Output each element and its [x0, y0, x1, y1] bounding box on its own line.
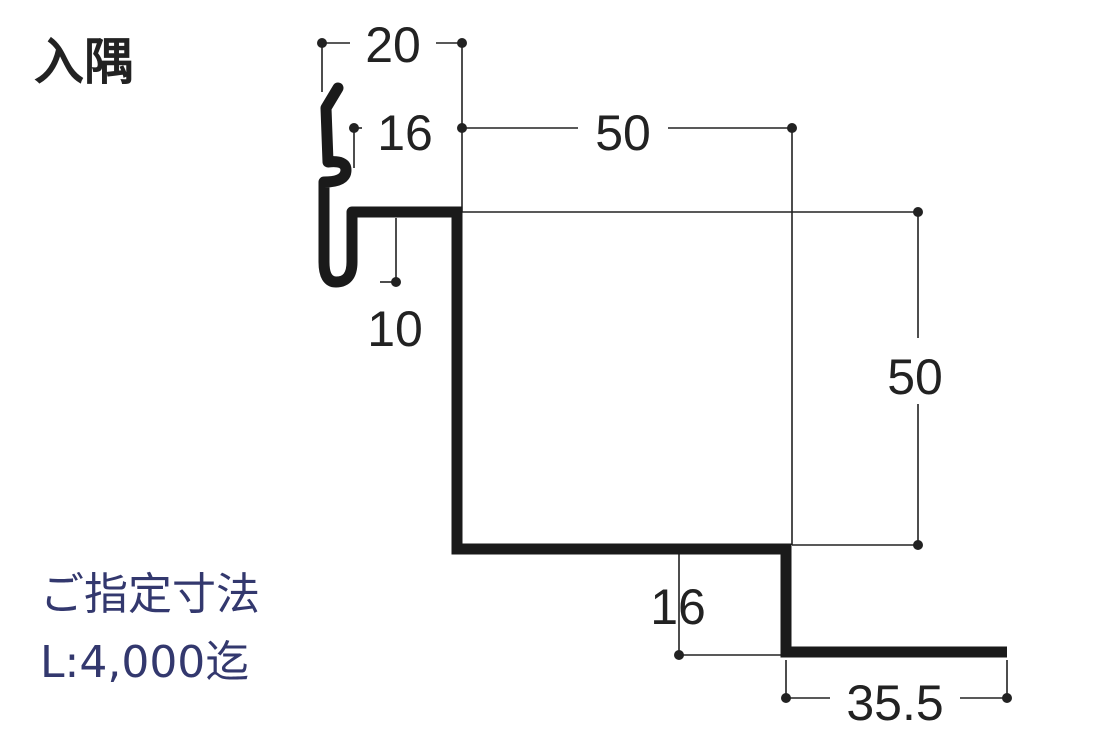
dimension-dot	[1002, 693, 1012, 703]
dimension-dot	[317, 38, 327, 48]
extension-lines	[321, 43, 1008, 698]
dimension-dot	[787, 123, 797, 133]
profile-hook	[318, 82, 358, 288]
dimension-dot	[457, 123, 467, 133]
dim-label-right-height: 50	[887, 349, 943, 405]
dimension-lines	[322, 42, 1007, 699]
dim-label-hook-width: 16	[377, 105, 433, 161]
dimension-dot	[674, 650, 684, 660]
dimension-dots	[317, 38, 1012, 703]
dimension-dot	[457, 38, 467, 48]
dimension-dot	[913, 540, 923, 550]
note-max-length: L:4,000迄	[40, 637, 250, 688]
profile-main-line	[352, 206, 1007, 658]
dim-label-top-width: 20	[365, 17, 421, 73]
dimension-dot	[349, 123, 359, 133]
dimension-dot	[391, 277, 401, 287]
profile-section	[318, 82, 1007, 658]
note-specified-size: ご指定寸法	[40, 569, 260, 620]
dim-label-hook-depth: 10	[367, 301, 423, 357]
dimension-dot	[913, 207, 923, 217]
dimension-dot	[781, 693, 791, 703]
dim-label-bottom-flange: 35.5	[846, 675, 943, 731]
diagram-title: 入隅	[34, 33, 134, 91]
dim-label-lower-step: 16	[650, 579, 706, 635]
dim-label-upper-width: 50	[595, 105, 651, 161]
